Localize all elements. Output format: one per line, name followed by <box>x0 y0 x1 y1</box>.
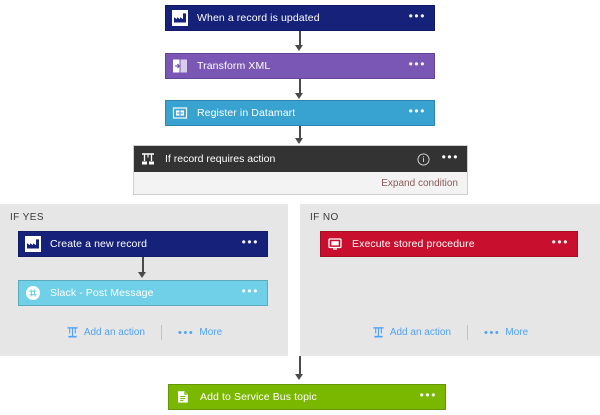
action-card-slack-post-message[interactable]: Slack - Post Message ••• <box>18 280 268 306</box>
branch-panel-if-yes: IF YES Create a new record ••• Slac <box>0 204 288 356</box>
action-card-menu-button[interactable]: ••• <box>408 57 426 71</box>
footer-divider <box>467 325 468 340</box>
action-card-when-a-record-is-updated[interactable]: When a record is updated ••• <box>165 5 435 31</box>
branch-label-if-yes: IF YES <box>10 212 44 223</box>
condition-branch-icon <box>140 151 156 167</box>
more-button-if-yes[interactable]: ••• More <box>178 327 222 339</box>
action-card-menu-button[interactable]: ••• <box>241 235 259 249</box>
more-dots-icon: ••• <box>484 326 501 339</box>
action-card-create-a-new-record[interactable]: Create a new record ••• <box>18 231 268 257</box>
dynamics-factory-icon <box>25 236 41 252</box>
action-card-label: When a record is updated <box>197 12 320 24</box>
action-card-add-to-service-bus-topic[interactable]: Add to Service Bus topic ••• <box>168 384 446 410</box>
connector-arrow <box>295 138 303 144</box>
connector-line <box>299 31 301 48</box>
register-datamart-icon <box>172 105 188 121</box>
action-card-menu-button[interactable]: ••• <box>241 284 259 298</box>
expand-condition-link[interactable]: Expand condition <box>381 177 458 189</box>
action-card-transform-xml[interactable]: Transform XML ••• <box>165 53 435 79</box>
connector-line <box>299 356 301 377</box>
action-card-menu-button[interactable]: ••• <box>551 235 569 249</box>
add-action-icon <box>372 326 385 339</box>
info-icon[interactable] <box>417 152 430 166</box>
more-dots-icon: ••• <box>178 326 195 339</box>
footer-divider <box>161 325 162 340</box>
slack-icon <box>25 285 41 301</box>
branch-footer-if-yes: Add an action ••• More <box>0 325 288 340</box>
condition-menu-button[interactable]: ••• <box>441 150 459 164</box>
branch-panel-if-no: IF NO Execute stored procedure ••• <box>300 204 600 356</box>
condition-card[interactable]: If record requires action ••• Expand con… <box>133 145 468 195</box>
action-card-label: Create a new record <box>50 238 148 250</box>
connector-arrow <box>295 45 303 51</box>
more-button-if-no[interactable]: ••• More <box>484 327 528 339</box>
action-card-label: Execute stored procedure <box>352 238 475 250</box>
action-card-label: Slack - Post Message <box>50 287 154 299</box>
more-label: More <box>505 327 529 338</box>
action-card-menu-button[interactable]: ••• <box>408 104 426 118</box>
service-bus-icon <box>175 389 191 405</box>
condition-header[interactable]: If record requires action ••• <box>134 146 467 172</box>
add-an-action-label: Add an action <box>389 327 451 338</box>
add-an-action-button-if-no[interactable]: Add an action <box>372 326 451 339</box>
connector-line <box>142 257 144 275</box>
connector-line <box>299 79 301 96</box>
action-card-label: Register in Datamart <box>197 107 296 119</box>
action-card-label: Transform XML <box>197 60 271 72</box>
branch-label-if-no: IF NO <box>310 212 339 223</box>
connector-line <box>299 126 301 138</box>
branch-footer-if-no: Add an action ••• More <box>300 325 600 340</box>
connector-arrow <box>295 93 303 99</box>
transform-xml-icon <box>172 58 188 74</box>
connector-arrow <box>295 374 303 380</box>
add-an-action-label: Add an action <box>83 327 145 338</box>
add-action-icon <box>66 326 79 339</box>
condition-body: Expand condition <box>134 172 467 194</box>
condition-label: If record requires action <box>165 153 276 165</box>
action-card-execute-stored-procedure[interactable]: Execute stored procedure ••• <box>320 231 578 257</box>
action-card-menu-button[interactable]: ••• <box>408 9 426 23</box>
action-card-register-in-datamart[interactable]: Register in Datamart ••• <box>165 100 435 126</box>
dynamics-factory-icon <box>172 10 188 26</box>
action-card-label: Add to Service Bus topic <box>200 391 317 403</box>
connector-arrow <box>138 272 146 278</box>
action-card-menu-button[interactable]: ••• <box>419 388 437 402</box>
sql-stored-procedure-icon <box>327 236 343 252</box>
add-an-action-button-if-yes[interactable]: Add an action <box>66 326 145 339</box>
more-label: More <box>199 327 223 338</box>
